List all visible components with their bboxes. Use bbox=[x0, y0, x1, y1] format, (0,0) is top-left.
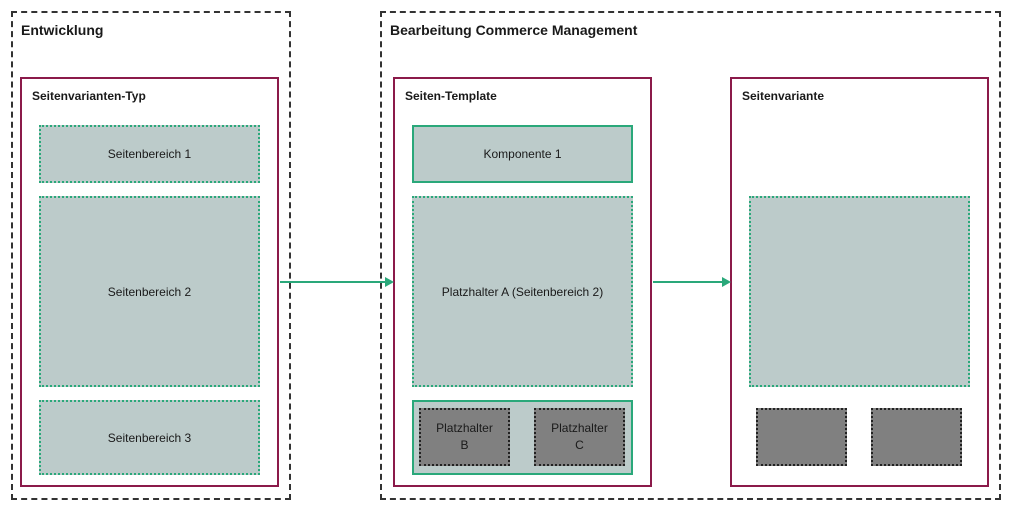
group-title-commerce-management: Bearbeitung Commerce Management bbox=[390, 22, 638, 38]
platzhalter-c: Platzhalter C bbox=[534, 408, 625, 466]
group-title-entwicklung: Entwicklung bbox=[21, 22, 104, 38]
seitenvariante-block-right bbox=[871, 408, 962, 466]
group-entwicklung bbox=[11, 11, 291, 500]
group-commerce-management bbox=[380, 11, 1001, 500]
seitenvariante-block-left bbox=[756, 408, 847, 466]
panel-title-seitenvarianten-typ: Seitenvarianten-Typ bbox=[32, 89, 146, 103]
platzhalter-b-label: Platzhalter B bbox=[436, 420, 493, 452]
seitenbereich-3-label: Seitenbereich 3 bbox=[107, 430, 192, 445]
komponente-1-label: Komponente 1 bbox=[483, 147, 562, 161]
platzhalter-c-label: Platzhalter C bbox=[551, 420, 608, 452]
platzhalter-a-label: Platzhalter A (Seitenbereich 2) bbox=[441, 284, 604, 299]
panel-title-seitenvariante: Seitenvariante bbox=[742, 89, 825, 103]
platzhalter-a: Platzhalter A (Seitenbereich 2) bbox=[412, 196, 633, 387]
seitenbereich-2-label: Seitenbereich 2 bbox=[107, 284, 192, 299]
seitenbereich-2: Seitenbereich 2 bbox=[39, 196, 260, 387]
komponente-1: Komponente 1 bbox=[412, 125, 633, 183]
platzhalter-b: Platzhalter B bbox=[419, 408, 510, 466]
seitenvariante-bereich bbox=[749, 196, 970, 387]
seitenbereich-3: Seitenbereich 3 bbox=[39, 400, 260, 475]
panel-title-seiten-template: Seiten-Template bbox=[405, 89, 497, 103]
seitenbereich-1-label: Seitenbereich 1 bbox=[107, 147, 192, 161]
seitenbereich-1: Seitenbereich 1 bbox=[39, 125, 260, 183]
arrow-type-to-template bbox=[280, 277, 394, 287]
